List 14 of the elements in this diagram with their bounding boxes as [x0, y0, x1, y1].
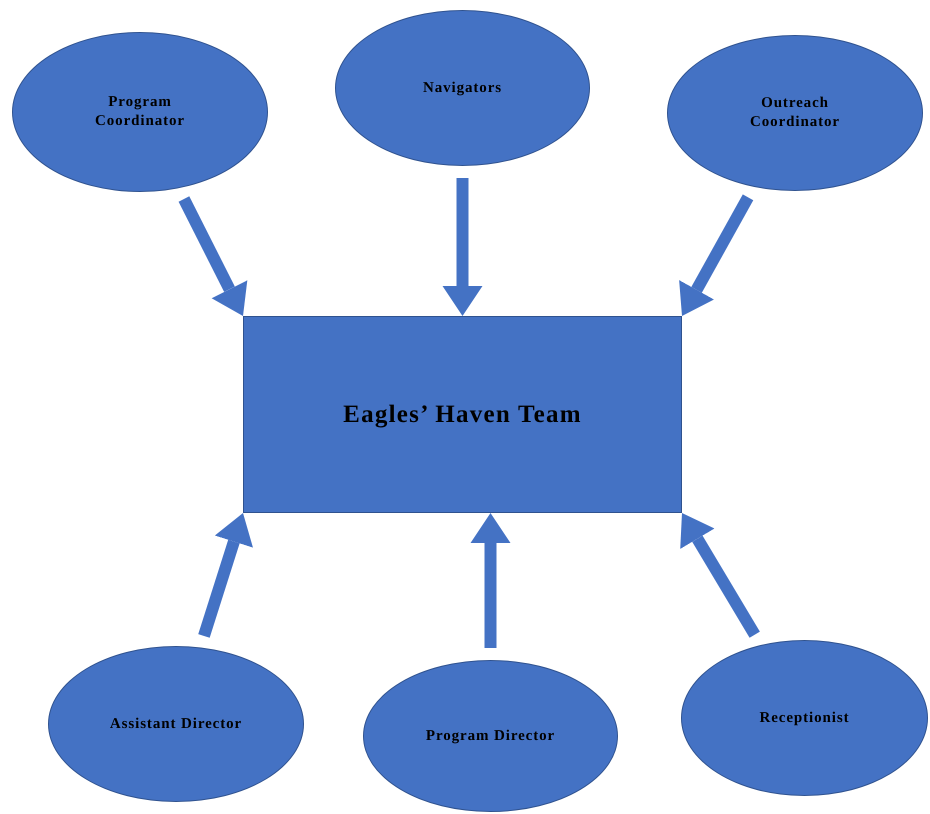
team-box [243, 316, 682, 513]
role-label: Navigators [423, 78, 502, 98]
arrow [679, 194, 754, 316]
arrow [470, 513, 510, 648]
role-label: Outreach Coordinator [749, 94, 841, 132]
role-label: Assistant Director [110, 714, 242, 734]
arrow [198, 513, 253, 638]
arrow [178, 196, 248, 316]
arrow [442, 178, 482, 316]
role-label: Receptionist [760, 708, 850, 728]
role-label: Program Director [426, 726, 556, 746]
team-label: Eagles’ Haven Team [343, 400, 582, 430]
arrow [680, 513, 760, 638]
role-label: Program Coordinator [94, 93, 186, 131]
